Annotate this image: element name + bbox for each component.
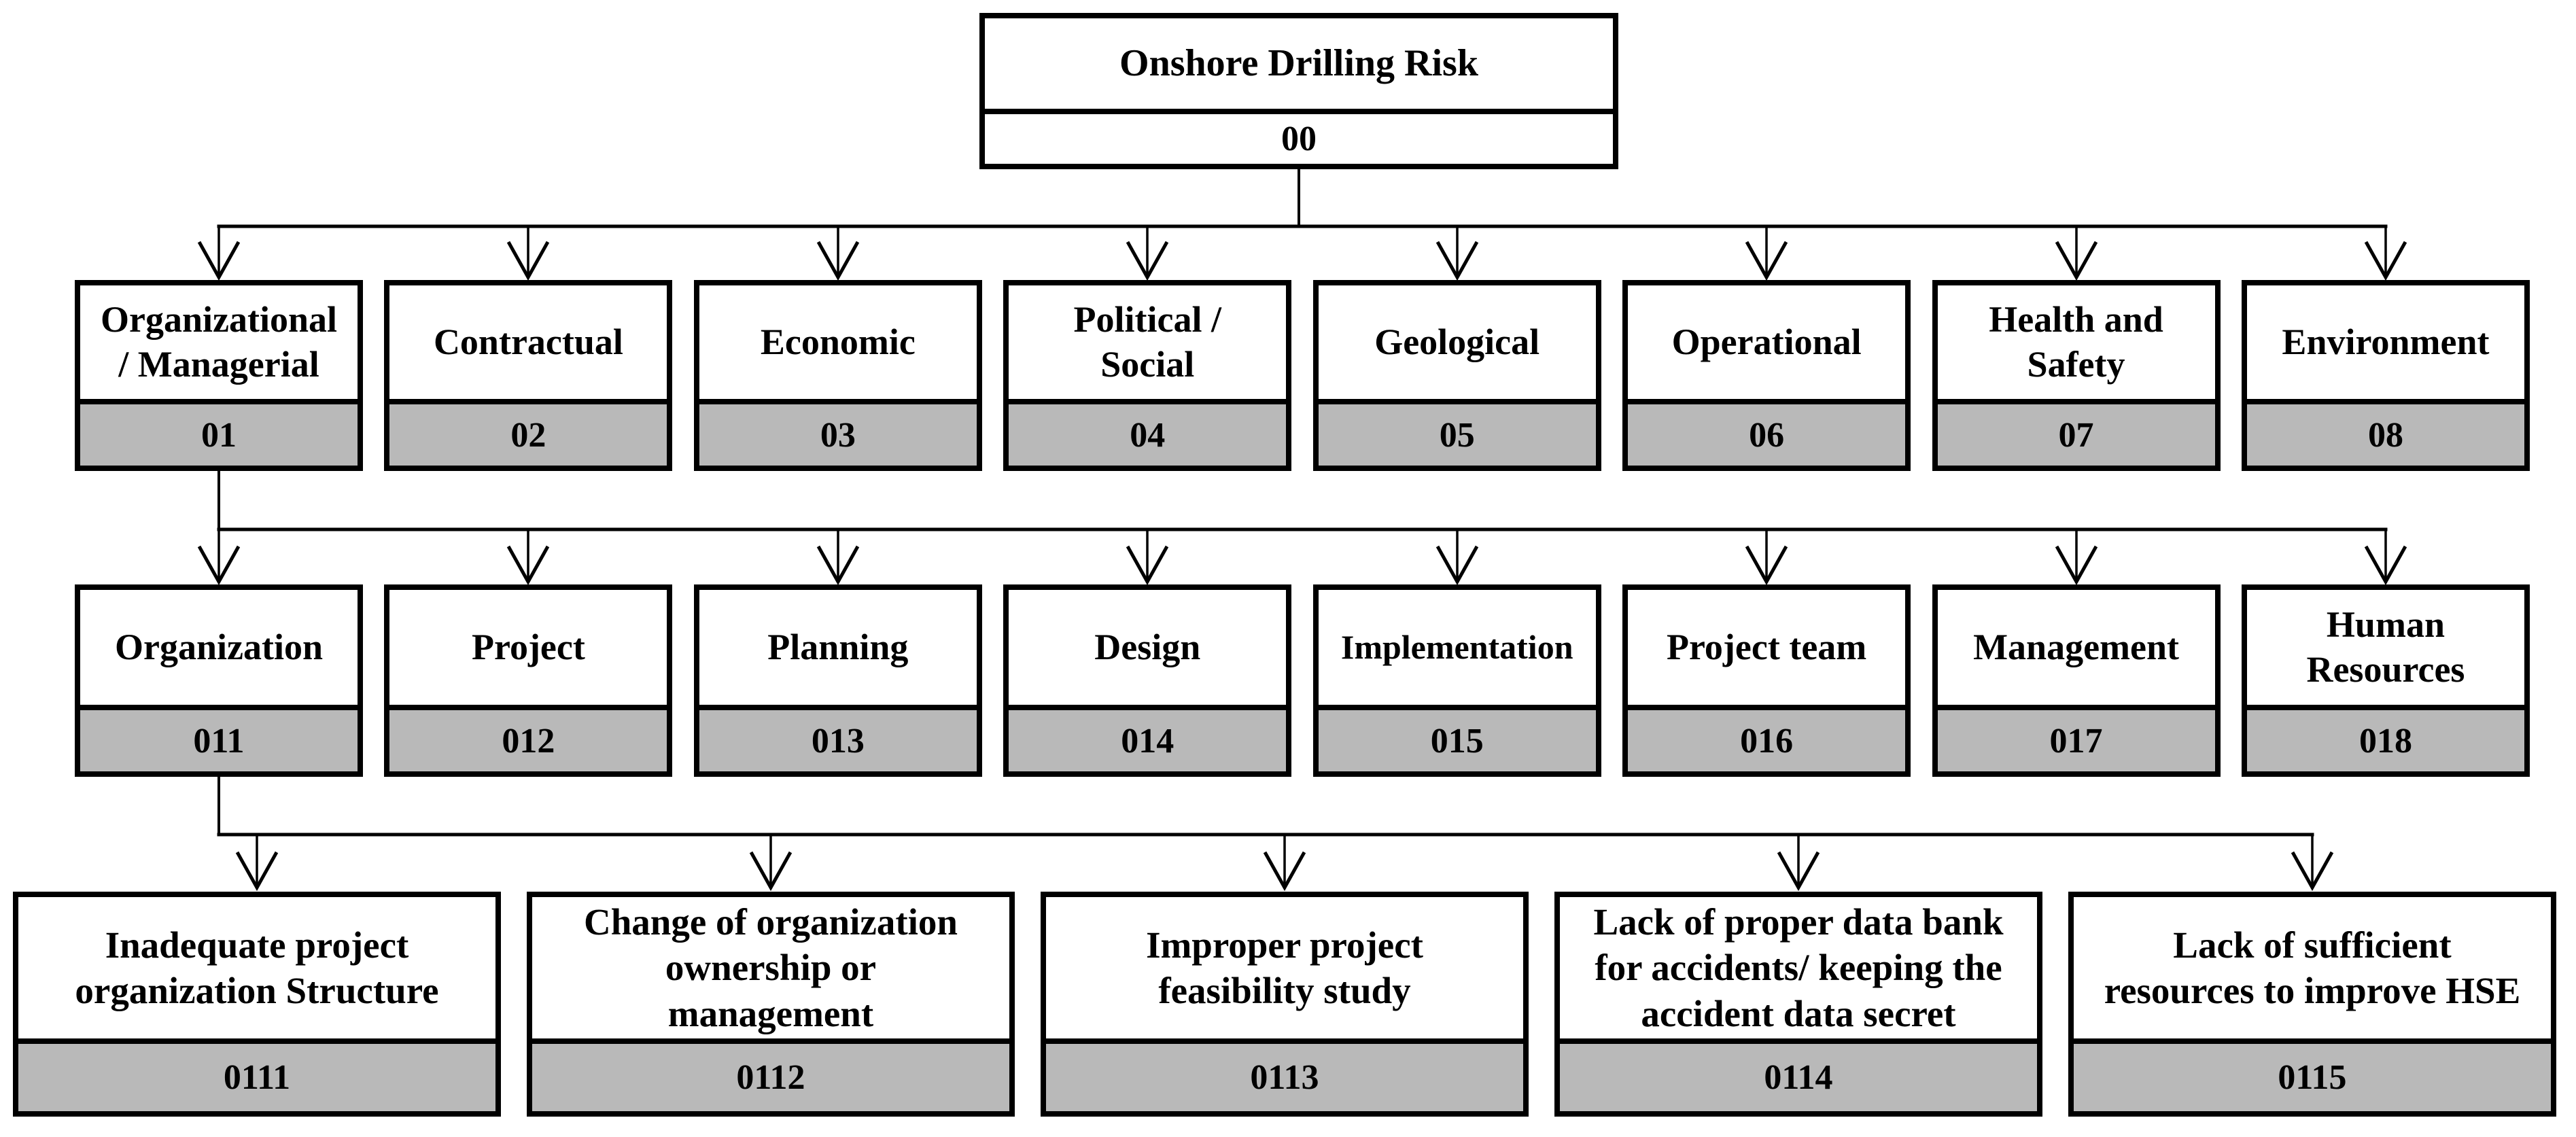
node-018-code: 018 [2246, 705, 2524, 771]
node-06-label: Operational [1671, 321, 1862, 362]
node-04-code: 04 [1009, 399, 1287, 466]
node-0113-label: Improper project feasibility study [1146, 924, 1423, 1011]
node-0115: Lack of sufficient resources to improve … [2068, 892, 2556, 1117]
node-0113-code: 0113 [1046, 1038, 1523, 1111]
node-05-label: Geological [1374, 321, 1540, 362]
node-015-label: Implementation [1340, 628, 1573, 666]
node-03: Economic 03 [693, 280, 982, 471]
node-0114: Lack of proper data bank for accidents/ … [1554, 892, 2042, 1117]
node-013-code: 013 [699, 705, 977, 771]
node-04-label: Political / Social [1073, 298, 1221, 385]
node-0115-label: Lack of sufficient resources to improve … [2104, 924, 2521, 1011]
node-011: Organization 011 [75, 584, 363, 777]
node-08-label: Environment [2282, 321, 2490, 362]
node-07-code: 07 [1937, 399, 2215, 466]
node-00-code: 00 [985, 109, 1613, 164]
node-07: Health and Safety 07 [1932, 280, 2221, 471]
node-014-label: Design [1094, 626, 1201, 667]
node-01: Organizational / Managerial 01 [75, 280, 363, 471]
node-06-code: 06 [1628, 399, 1906, 466]
node-017-code: 017 [1937, 705, 2215, 771]
node-0112: Change of organization ownership or mana… [527, 892, 1015, 1117]
node-012: Project 012 [384, 584, 673, 777]
node-014-code: 014 [1009, 705, 1287, 771]
connector-level-2 [197, 466, 2407, 586]
node-0111-code: 0111 [18, 1038, 495, 1111]
node-011-code: 011 [80, 705, 358, 771]
node-0112-label: Change of organization ownership or mana… [584, 901, 958, 1034]
node-02: Contractual 02 [384, 280, 673, 471]
node-06: Operational 06 [1622, 280, 1911, 471]
node-01-code: 01 [80, 399, 358, 466]
node-016: Project team 016 [1622, 584, 1911, 777]
node-0111: Inadequate project organization Structur… [13, 892, 501, 1117]
node-07-label: Health and Safety [1989, 298, 2163, 385]
node-01-label: Organizational / Managerial [101, 298, 337, 385]
node-013-label: Planning [767, 626, 909, 667]
node-05-code: 05 [1318, 399, 1596, 466]
node-012-label: Project [471, 626, 585, 667]
node-08: Environment 08 [2241, 280, 2530, 471]
connector-level-1 [197, 164, 2407, 281]
node-02-label: Contractual [433, 321, 623, 362]
node-00-label: Onshore Drilling Risk [1119, 42, 1478, 85]
arrowheads-down [235, 851, 2334, 892]
node-0113: Improper project feasibility study 0113 [1041, 892, 1529, 1117]
arrowheads-down [197, 241, 2407, 281]
level-3-row: Organization 011 Project 012 Planning 01… [75, 584, 2530, 777]
node-02-code: 02 [389, 399, 667, 466]
level-4-row: Inadequate project organization Structur… [13, 892, 2556, 1117]
node-0112-code: 0112 [532, 1038, 1009, 1111]
node-0114-code: 0114 [1560, 1038, 2037, 1111]
arrow-shafts [217, 529, 2387, 579]
arrow-shafts [256, 835, 2314, 885]
node-03-code: 03 [699, 399, 977, 466]
node-0114-label: Lack of proper data bank for accidents/ … [1593, 901, 2004, 1034]
connector-level-3 [217, 771, 2334, 892]
node-012-code: 012 [389, 705, 667, 771]
node-014: Design 014 [1003, 584, 1292, 777]
node-011-label: Organization [115, 626, 323, 667]
node-013: Planning 013 [693, 584, 982, 777]
node-018-label: Human Resources [2306, 604, 2465, 690]
arrowheads-down [197, 545, 2407, 586]
node-017: Management 017 [1932, 584, 2221, 777]
node-08-code: 08 [2246, 399, 2524, 466]
node-04: Political / Social 04 [1003, 280, 1292, 471]
node-015-code: 015 [1318, 705, 1596, 771]
node-016-label: Project team [1666, 626, 1867, 667]
node-03-label: Economic [760, 321, 916, 362]
level-2-row: Organizational / Managerial 01 Contractu… [75, 280, 2530, 471]
node-0111-label: Inadequate project organization Structur… [75, 924, 439, 1011]
node-0115-code: 0115 [2074, 1038, 2551, 1111]
node-00: Onshore Drilling Risk 00 [979, 13, 1618, 169]
node-018: Human Resources 018 [2241, 584, 2530, 777]
node-016-code: 016 [1628, 705, 1906, 771]
node-015: Implementation 015 [1312, 584, 1601, 777]
node-017-label: Management [1973, 626, 2179, 667]
arrow-shafts [217, 226, 2387, 275]
node-05: Geological 05 [1312, 280, 1601, 471]
